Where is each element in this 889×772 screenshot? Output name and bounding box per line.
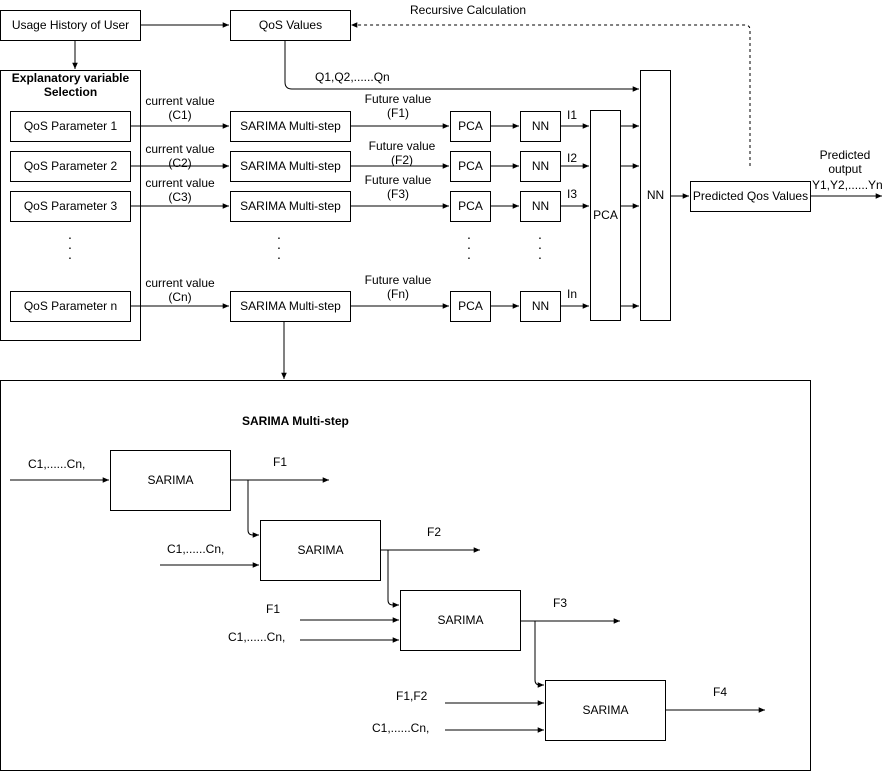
arrow-recursive-feedback — [351, 22, 751, 166]
big-nn-box: NN — [640, 70, 671, 321]
current-value-label-3: current value(C3) — [145, 176, 215, 204]
qos-values-box: QoS Values — [230, 10, 351, 41]
i-label-3: I3 — [567, 187, 578, 201]
qos-parameter-1-label: QoS Parameter 1 — [23, 118, 118, 133]
pca-box-n: PCA — [450, 291, 491, 322]
arrow-qos-to-nn — [284, 40, 639, 92]
y-sequence-label: Y1,Y2,......Yn — [812, 178, 883, 192]
nn-box-2: NN — [520, 151, 561, 182]
future-value-label-1: Future value(F1) — [364, 92, 432, 120]
qos-parameter-2: QoS Parameter 2 — [10, 151, 131, 182]
sarima-multistep-1: SARIMA Multi-step — [230, 111, 351, 142]
qos-parameter-2-label: QoS Parameter 2 — [23, 158, 118, 173]
block4-input-f-label: F1,F2 — [396, 689, 428, 703]
i-label-2: I2 — [567, 151, 578, 165]
predicted-qos-values-box: Predicted Qos Values — [690, 181, 811, 212]
explanatory-selection-frame — [0, 70, 141, 341]
sarima-detail-title: SARIMA Multi-step — [242, 414, 349, 428]
predicted-output-label: Predicted output — [819, 148, 871, 176]
sarima-multistep-3: SARIMA Multi-step — [230, 191, 351, 222]
ellipsis-nn: ··· — [537, 229, 543, 265]
future-value-label-2: Future value(F2) — [368, 139, 436, 167]
predicted-qos-values-label: Predicted Qos Values — [692, 188, 809, 203]
explanatory-selection-title: Explanatory variable Selection — [11, 71, 130, 99]
recursive-calculation-label: Recursive Calculation — [410, 3, 527, 17]
i-label-1: I1 — [567, 108, 578, 122]
output-f2-label: F2 — [427, 525, 442, 539]
qos-parameter-3-label: QoS Parameter 3 — [23, 198, 118, 213]
future-value-label-n: Future value(Fn) — [364, 273, 432, 301]
current-value-label-1: current value(C1) — [145, 94, 215, 122]
output-f3-label: F3 — [553, 596, 568, 610]
block1-input-label: C1,......Cn, — [28, 457, 86, 471]
sarima-detail-panel — [0, 380, 811, 771]
sarima-multistep-n: SARIMA Multi-step — [230, 291, 351, 322]
block3-input-c-label: C1,......Cn, — [228, 630, 286, 644]
sarima-block-4: SARIMA — [545, 680, 666, 741]
sarima-multistep-n-label: SARIMA Multi-step — [240, 298, 341, 313]
sarima-multistep-1-label: SARIMA Multi-step — [240, 118, 341, 133]
nn-box-1: NN — [520, 111, 561, 142]
qos-values-label: QoS Values — [258, 17, 323, 32]
block2-input-label: C1,......Cn, — [167, 542, 225, 556]
q-sequence-label: Q1,Q2,......Qn — [315, 70, 390, 84]
sarima-block-2: SARIMA — [260, 520, 381, 581]
sarima-block-1: SARIMA — [110, 450, 231, 511]
ellipsis-pca: ··· — [466, 229, 472, 265]
qos-parameter-3: QoS Parameter 3 — [10, 191, 131, 222]
block3-input-f-label: F1 — [266, 602, 281, 616]
current-value-label-2: current value(C2) — [145, 142, 215, 170]
ellipsis-params: ··· — [67, 229, 73, 265]
ellipsis-sarima: ··· — [276, 229, 282, 265]
block4-input-c-label: C1,......Cn, — [372, 721, 430, 735]
big-nn-label: NN — [646, 187, 665, 202]
nn-box-n: NN — [520, 291, 561, 322]
pca-box-3: PCA — [450, 191, 491, 222]
output-f4-label: F4 — [713, 685, 728, 699]
usage-history-label: Usage History of User — [11, 17, 130, 32]
output-f1-label: F1 — [273, 455, 288, 469]
sarima-block-3: SARIMA — [400, 590, 521, 651]
usage-history-box: Usage History of User — [0, 10, 141, 41]
big-pca-label: PCA — [593, 207, 618, 222]
sarima-multistep-3-label: SARIMA Multi-step — [240, 198, 341, 213]
future-value-label-3: Future value(F3) — [364, 173, 432, 201]
sarima-multistep-2-label: SARIMA Multi-step — [240, 158, 341, 173]
pca-box-1: PCA — [450, 111, 491, 142]
i-label-n: In — [567, 287, 578, 301]
current-value-label-n: current value(Cn) — [145, 276, 215, 304]
qos-parameter-1: QoS Parameter 1 — [10, 111, 131, 142]
big-pca-box: PCA — [590, 110, 621, 321]
nn-box-3: NN — [520, 191, 561, 222]
pca-box-2: PCA — [450, 151, 491, 182]
qos-parameter-n-label: QoS Parameter n — [23, 298, 118, 313]
sarima-multistep-2: SARIMA Multi-step — [230, 151, 351, 182]
qos-parameter-n: QoS Parameter n — [10, 291, 131, 322]
